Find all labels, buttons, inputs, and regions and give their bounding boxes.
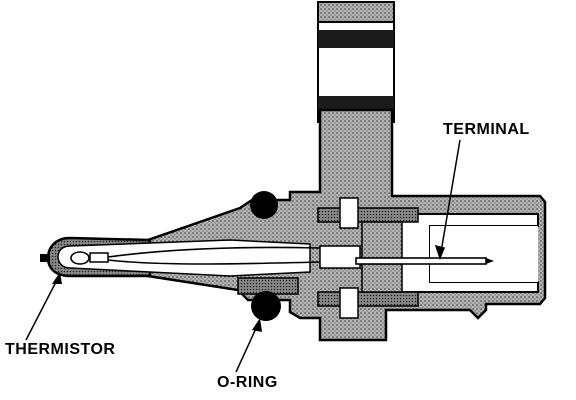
terminal-pin: [355, 257, 494, 265]
leader-lines: [25, 139, 461, 373]
thermistor-label: THERMISTOR: [5, 341, 116, 358]
o-ring-leader: [235, 323, 259, 373]
thermistor-leader: [25, 277, 59, 341]
top-connector: [317, 1, 395, 123]
internal-contacts: [237, 197, 419, 319]
terminal-leader: [439, 139, 461, 259]
terminal-label: TERMINAL: [443, 121, 530, 138]
o-ring-label: O-RING: [217, 374, 278, 391]
o-ring-seals: [250, 191, 281, 321]
o-ring-bottom: [251, 291, 281, 321]
thermistor-element: [70, 246, 321, 265]
o-ring-top: [250, 191, 278, 219]
